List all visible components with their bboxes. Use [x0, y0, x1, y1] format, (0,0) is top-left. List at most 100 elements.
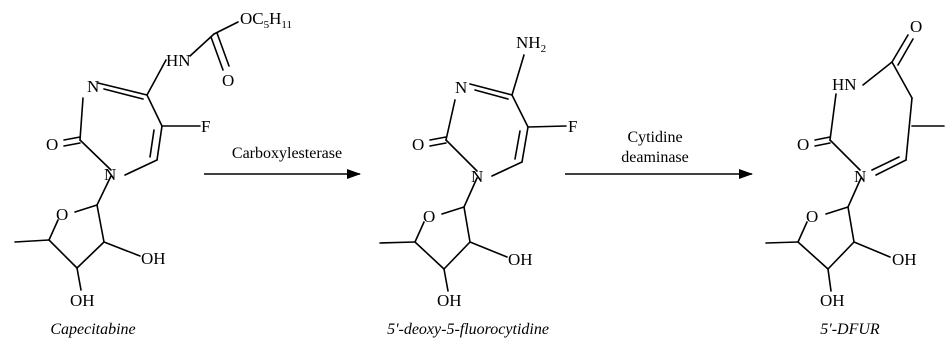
hn-label: HN [832, 75, 857, 94]
ring-o-label: O [806, 207, 818, 226]
bond [189, 33, 215, 57]
bond [14, 239, 50, 243]
molecule-5-dfur: O HN O N O OH OH 5'-DFUR [765, 17, 945, 338]
bond [797, 241, 829, 270]
carbonyl-o-label: O [222, 71, 234, 90]
bond [829, 139, 861, 171]
bond [74, 204, 98, 213]
bond [847, 177, 862, 208]
n3-label: N [455, 78, 467, 97]
bond [63, 136, 81, 141]
oh-label: OH [70, 291, 95, 310]
oh-label: OH [892, 250, 917, 269]
enzyme-label-deaminase: deaminase [621, 149, 689, 166]
bond [765, 241, 799, 244]
o2-label: O [797, 135, 809, 154]
molecule-5-deoxy-5-fluorocytidine: NH2 N O F N O OH OH 5'-deoxy-5-fluorocyt… [379, 33, 577, 338]
bond [63, 142, 81, 147]
n3-label: N [87, 77, 99, 96]
nh-label: HN [166, 51, 191, 70]
bond [414, 241, 445, 270]
n1-label: N [104, 165, 116, 184]
bond [463, 206, 471, 243]
bond [511, 54, 525, 96]
bond [527, 125, 567, 128]
bond [829, 93, 837, 141]
bond [124, 159, 158, 176]
bond [521, 126, 529, 163]
fluorine-label: F [201, 117, 210, 136]
bond [443, 268, 449, 292]
bond [891, 34, 909, 63]
oh-label: OH [508, 250, 533, 269]
bond [853, 241, 891, 258]
bond [862, 61, 893, 86]
bond [445, 139, 478, 172]
bond [897, 38, 914, 66]
bond [96, 175, 112, 206]
bond [103, 88, 144, 100]
bond [414, 221, 425, 243]
bond [429, 136, 447, 141]
o2-label: O [46, 135, 58, 154]
molecule-name-5-dfur: 5'-DFUR [820, 321, 880, 338]
bond [96, 204, 105, 243]
bond [871, 156, 900, 171]
bond [156, 125, 163, 161]
bond [491, 161, 523, 177]
reaction-arrow-1: Carboxylesterase [204, 145, 361, 179]
bond [825, 206, 849, 215]
bond [827, 241, 855, 270]
ring-o-label: O [56, 205, 68, 224]
bond [76, 241, 105, 269]
n1-label: N [854, 167, 866, 186]
o2-label: O [412, 135, 424, 154]
bond [469, 241, 508, 258]
molecule-name-5-deoxy-5-fluorocytidine: 5'-deoxy-5-fluorocytidine [387, 321, 549, 338]
oh-label: OH [820, 291, 845, 310]
bond [814, 142, 831, 147]
bond [891, 61, 913, 99]
bond [146, 94, 163, 127]
bond [210, 36, 224, 71]
bond [429, 142, 447, 147]
bond [76, 267, 82, 291]
ring-o-label: O [423, 207, 435, 226]
bond [797, 221, 808, 243]
bond [149, 129, 155, 158]
bond [875, 159, 907, 176]
bond [216, 32, 230, 67]
oh-label: OH [141, 249, 166, 268]
bond [814, 136, 831, 141]
bond [847, 206, 855, 243]
bond [474, 89, 509, 100]
bond [443, 241, 471, 270]
oh-label: OH [437, 291, 462, 310]
bond [97, 82, 148, 96]
bond [213, 21, 239, 35]
bond [379, 241, 416, 244]
bond [905, 97, 913, 161]
nh2-label: NH2 [516, 33, 546, 55]
enzyme-label-cytidine: Cytidine [627, 129, 682, 146]
o4-label: O [910, 17, 922, 36]
bond [463, 177, 478, 208]
bond [103, 241, 141, 257]
bond [48, 239, 78, 269]
molecule-capecitabine: OC5H11 HN O N O F N O OH OH Capecitabine [14, 9, 292, 338]
n1-label: N [471, 167, 483, 186]
bond [441, 206, 465, 215]
bond [511, 94, 529, 128]
bond [445, 99, 456, 141]
fluorine-label: F [568, 117, 577, 136]
reaction-arrow-2: Cytidine deaminase [565, 129, 753, 179]
carbamate-o-label: OC5H11 [240, 9, 292, 31]
bond [79, 139, 112, 171]
bond [146, 59, 167, 96]
bond [514, 130, 521, 160]
enzyme-label-carboxylesterase: Carboxylesterase [232, 145, 342, 162]
bond [48, 219, 59, 241]
bond [469, 83, 513, 96]
